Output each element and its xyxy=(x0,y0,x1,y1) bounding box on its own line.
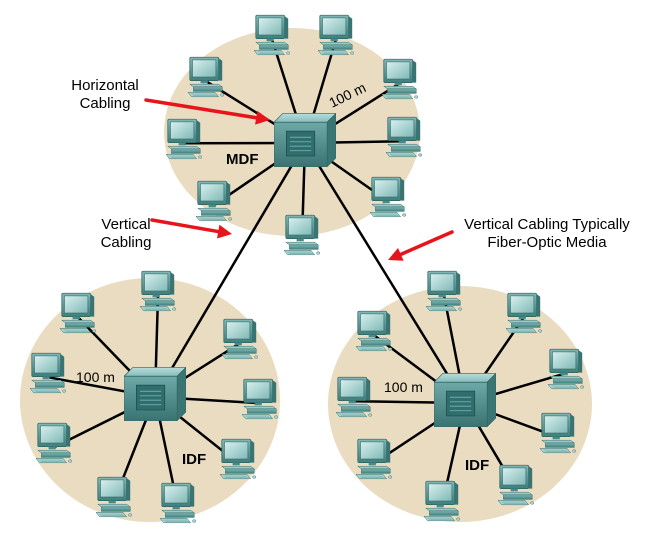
workstation-icon xyxy=(548,348,584,390)
workstation-icon xyxy=(60,292,96,334)
workstation-icon xyxy=(356,438,392,480)
workstation-icon xyxy=(318,14,354,56)
vertical-cabling-fiber-label: Vertical Cabling Typically Fiber-Optic M… xyxy=(440,216,654,252)
pointer-arrow-icon xyxy=(150,218,232,239)
workstation-icon xyxy=(284,214,320,256)
mdf-label: MDF xyxy=(226,151,259,168)
workstation-icon xyxy=(96,476,132,518)
workstation-icon xyxy=(424,480,460,522)
workstation-icon xyxy=(498,464,534,506)
idf-left-distance-label: 100 m xyxy=(76,369,115,385)
workstation-icon xyxy=(426,270,462,312)
workstation-icon xyxy=(188,56,224,98)
wiring-closet-hub-icon xyxy=(124,367,186,421)
horizontal-cabling-line-1: Horizontal xyxy=(71,77,139,94)
vertical-cabling-line-2: Cabling xyxy=(100,234,152,251)
workstation-icon xyxy=(220,438,256,480)
vertical-cabling-fiber-line-1: Vertical Cabling Typically xyxy=(464,216,630,233)
wiring-closet-hub-icon xyxy=(434,373,496,427)
vertical-backbone-cable xyxy=(153,142,307,398)
vertical-backbone-cable xyxy=(303,142,467,404)
vertical-cabling-label: Vertical Cabling xyxy=(78,216,174,252)
workstation-icon xyxy=(196,180,232,222)
horizontal-cabling-label: Horizontal Cabling xyxy=(50,77,160,113)
workstation-icon xyxy=(140,270,176,312)
horizontal-cabling-line-2: Cabling xyxy=(79,95,131,112)
workstation-icon xyxy=(36,422,72,464)
workstation-icon xyxy=(370,176,406,218)
vertical-cabling-fiber-line-2: Fiber-Optic Media xyxy=(487,234,607,251)
idf-left-label: IDF xyxy=(182,451,206,468)
workstation-icon xyxy=(160,482,196,524)
workstation-icon xyxy=(540,412,576,454)
idf-right-label: IDF xyxy=(465,457,489,474)
workstation-icon xyxy=(30,352,66,394)
pointer-arrow-icon xyxy=(388,230,454,261)
workstation-icon xyxy=(242,378,278,420)
pointer-arrow-icon xyxy=(144,98,270,125)
workstation-icon xyxy=(336,376,372,418)
workstation-icon xyxy=(506,292,542,334)
workstation-icon xyxy=(382,58,418,100)
workstation-icon xyxy=(356,310,392,352)
wiring-closet-hub-icon xyxy=(274,113,336,167)
vertical-cabling-line-1: Vertical xyxy=(101,216,151,233)
workstation-icon xyxy=(166,118,202,160)
workstation-icon xyxy=(254,14,290,56)
workstation-icon xyxy=(222,318,258,360)
idf-right-distance-label: 100 m xyxy=(384,379,423,395)
workstation-icon xyxy=(386,116,422,158)
